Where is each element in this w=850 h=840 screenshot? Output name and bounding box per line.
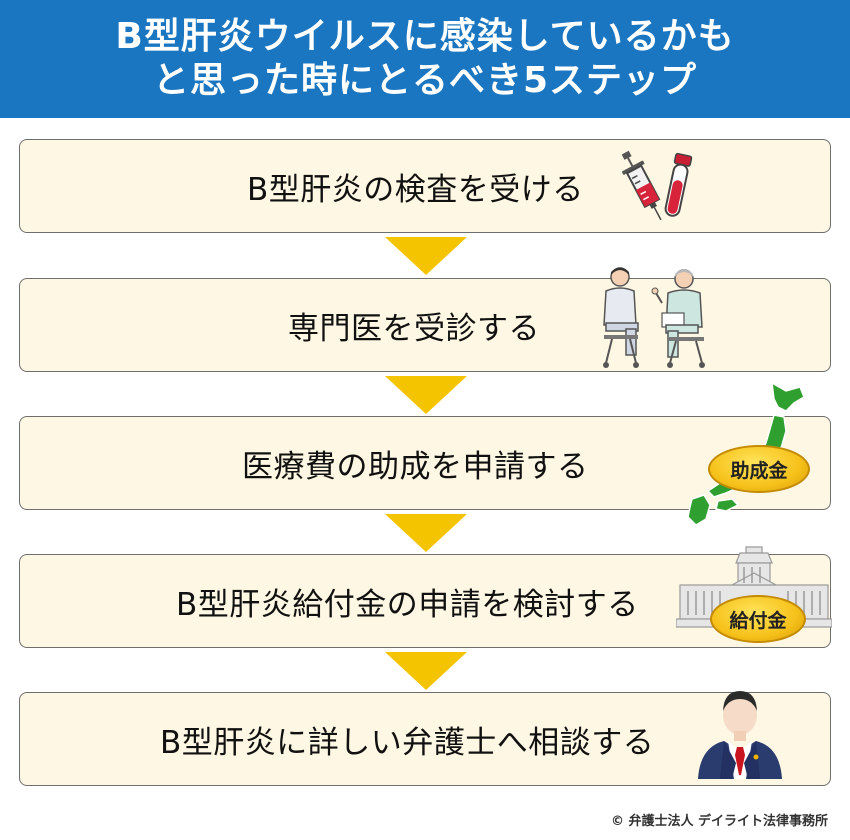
step-3-label: 医療費の助成を申請する [242,448,589,485]
syringe-and-blood-tube-icon [621,150,693,221]
step-4-label: B型肝炎給付金の申請を検討する [176,586,639,623]
arrow-down-2 [385,376,467,414]
step-2-label: 専門医を受診する [288,310,540,347]
header-banner: B型肝炎ウイルスに感染しているかも と思った時にとるべき5ステップ [0,0,850,118]
step-4-box: B型肝炎給付金の申請を検討する 給付金 [19,546,832,648]
copyright-credit: © 弁護士法人 デイライト法律事務所 [610,814,828,829]
benefit-coin-badge: 給付金 [710,595,806,643]
title-line-1: B型肝炎ウイルスに感染しているかも [115,16,735,57]
step-1-label: B型肝炎の検査を受ける [247,171,584,208]
patient-and-doctor-icon [603,267,705,368]
subsidy-coin-badge: 助成金 [708,445,810,493]
arrow-down-1 [385,237,467,275]
step-5-box: B型肝炎に詳しい弁護士へ相談する [19,691,831,786]
step-1-box: B型肝炎の検査を受ける [19,139,831,233]
step-3-box: 医療費の助成を申請する 助成金 [19,381,831,526]
arrow-down-3 [385,514,467,552]
step-2-box: 専門医を受診する [19,267,831,372]
lawyer-icon [698,691,782,779]
step-5-label: B型肝炎に詳しい弁護士へ相談する [160,724,655,761]
arrow-down-4 [385,652,467,690]
title-line-2: と思った時にとるべき5ステップ [152,60,698,101]
